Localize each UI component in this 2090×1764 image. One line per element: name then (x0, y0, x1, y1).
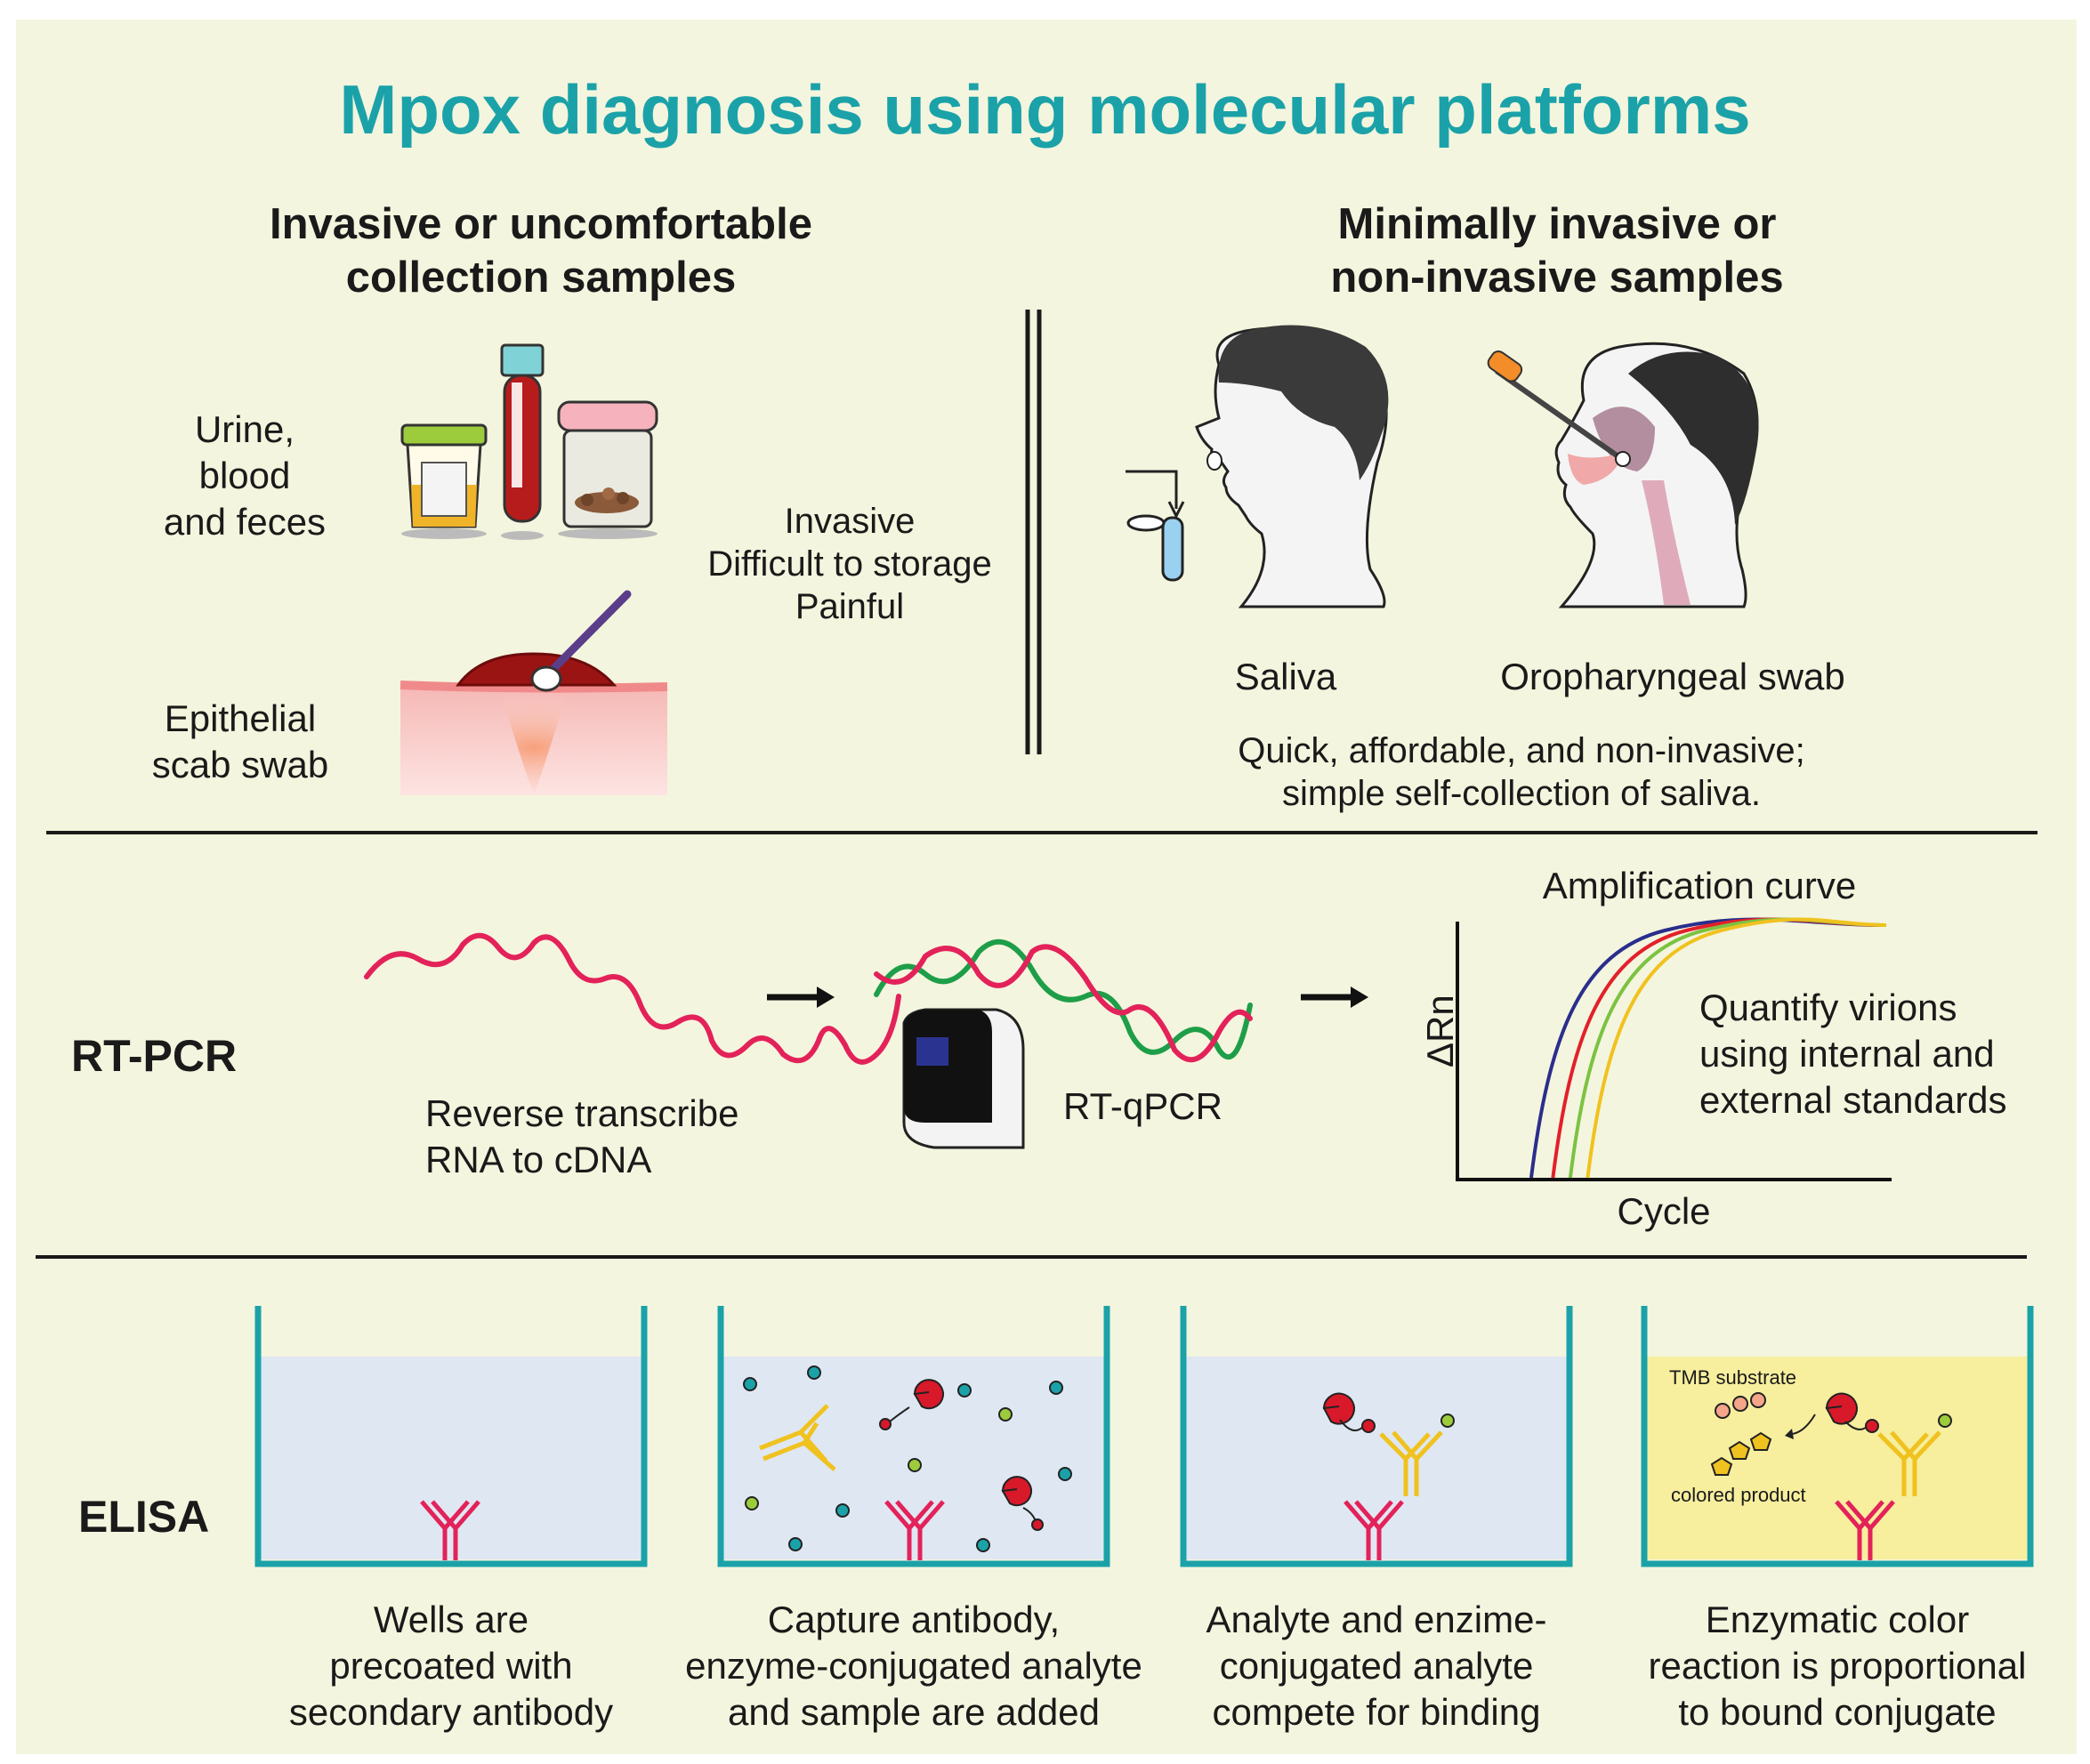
well-2-contents (743, 1365, 1072, 1560)
rna-strand (364, 932, 901, 1065)
page-title: Mpox diagnosis using molecular platforms (339, 70, 1751, 149)
invasive-note: Invasive Difficult to storage Painful (707, 502, 992, 626)
vertical-divider (1025, 310, 1042, 754)
oropharyngeal-person-icon (1487, 342, 1759, 608)
well-4-contents (1710, 1392, 1952, 1560)
arrow-1-icon (767, 987, 835, 1008)
noninvasive-heading: Minimally invasive or non-invasive sampl… (1330, 200, 1784, 302)
cdna-double-helix (874, 938, 1253, 1063)
qpcr-machine-icon (902, 1008, 1025, 1149)
arrow-2-icon (1301, 987, 1368, 1008)
chart-y-label: ΔRn (1419, 995, 1461, 1067)
rtqpcr-label: RT-qPCR (1063, 1085, 1223, 1127)
amplification-chart (1456, 917, 1892, 1181)
well-3-caption: Analyte and enzime- conjugated analyte c… (1206, 1599, 1547, 1733)
chart-x-label: Cycle (1617, 1190, 1711, 1232)
well-3-contents (1322, 1392, 1455, 1560)
scab-swab-icon (399, 590, 668, 795)
urine-cup-icon (400, 423, 488, 539)
amplification-curve-4 (1586, 917, 1887, 1179)
well-2-caption: Capture antibody, enzyme-conjugated anal… (685, 1599, 1142, 1733)
epithelial-label: Epithelial scab swab (151, 697, 329, 785)
well-4-caption: Enzymatic color reaction is proportional… (1648, 1599, 2027, 1733)
well-1-caption: Wells are precoated with secondary antib… (288, 1599, 614, 1733)
chart-title: Amplification curve (1542, 865, 1857, 906)
colored-product-label: colored product (1671, 1484, 1806, 1506)
feces-jar-icon (557, 400, 658, 539)
secondary-antibody-icon (420, 1500, 480, 1560)
invasive-heading: Invasive or uncomfortable collection sam… (270, 200, 812, 302)
elisa-well-4 (1641, 1306, 2034, 1567)
rtpcr-row-label: RT-PCR (71, 1031, 238, 1081)
tmb-substrate-label: TMB substrate (1669, 1366, 1797, 1389)
saliva-label: Saliva (1234, 656, 1337, 697)
saliva-person-icon (1126, 325, 1389, 608)
elisa-well-1 (254, 1306, 648, 1567)
blood-tube-icon (500, 343, 545, 540)
oropharyngeal-label: Oropharyngeal swab (1500, 656, 1845, 697)
urine-blood-feces-label: Urine, blood and feces (163, 408, 327, 543)
quantify-note: Quantify virions using internal and exte… (1699, 987, 2007, 1121)
elisa-row-label: ELISA (78, 1492, 210, 1542)
noninvasive-note: Quick, affordable, and non-invasive; sim… (1238, 731, 1805, 813)
reverse-transcribe-label: Reverse transcribe RNA to cDNA (425, 1092, 739, 1180)
